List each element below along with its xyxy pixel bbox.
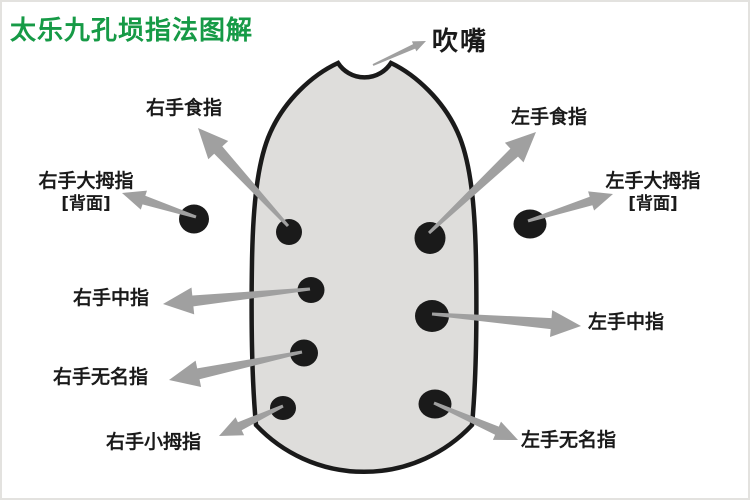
- right-middle-hole: [297, 277, 325, 303]
- left-thumb-back-hole: [513, 209, 547, 239]
- right-thumb-back-hole: [179, 204, 209, 234]
- right-thumb-arrow: [122, 190, 197, 219]
- left-index-label: 左手食指: [511, 106, 588, 128]
- right-pinky-hole: [270, 396, 296, 420]
- left-index-hole: [414, 222, 446, 254]
- xun-body: [249, 60, 479, 475]
- left-thumb-label-line1: 左手大拇指: [605, 170, 701, 192]
- right-ring-label: 右手无名指: [53, 366, 149, 388]
- right-middle-arrow: [163, 287, 311, 315]
- left-middle-arrow: [431, 310, 581, 337]
- left-thumb-label: 左手大拇指 [背面]: [583, 170, 723, 216]
- left-thumb-arrow: [527, 191, 613, 223]
- left-index-arrow: [428, 132, 536, 235]
- right-index-arrow: [198, 128, 290, 227]
- right-pinky-label: 右手小拇指: [106, 431, 202, 453]
- left-ring-arrow: [433, 401, 518, 440]
- left-thumb-label-line2: [背面]: [628, 194, 678, 214]
- left-ring-label: 左手无名指: [521, 429, 617, 451]
- left-middle-label: 左手中指: [588, 311, 665, 333]
- right-thumb-label-line2: [背面]: [61, 194, 111, 214]
- mouthpiece-arrow: [372, 41, 426, 66]
- right-index-label: 右手食指: [146, 97, 223, 119]
- right-thumb-label: 右手大拇指 [背面]: [16, 170, 156, 216]
- right-ring-hole: [290, 339, 318, 367]
- left-middle-hole: [415, 300, 449, 332]
- right-index-hole: [276, 219, 302, 245]
- mouthpiece-label: 吹嘴: [432, 27, 489, 57]
- right-ring-arrow: [169, 350, 303, 387]
- right-middle-label: 右手中指: [73, 287, 150, 309]
- page-title: 太乐九孔埙指法图解: [10, 16, 254, 46]
- right-thumb-label-line1: 右手大拇指: [38, 170, 134, 192]
- right-pinky-arrow: [219, 404, 284, 436]
